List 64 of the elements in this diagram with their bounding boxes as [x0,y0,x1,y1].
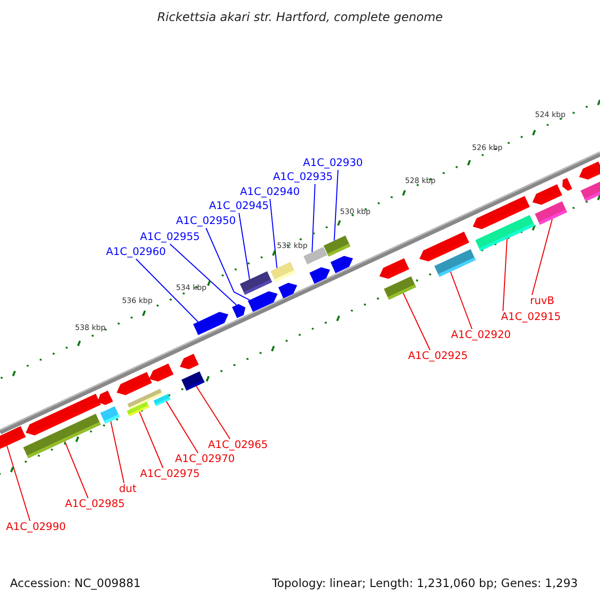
leader-line [110,420,124,484]
leader-line [206,228,250,301]
gene-label: A1C_02925 [408,350,468,363]
leader-line [196,386,230,440]
gene-feature [562,178,572,191]
title: Rickettsia akari str. Hartford, complete genome [156,10,444,24]
gene-label: A1C_02945 [209,200,269,213]
gene-block [100,406,120,424]
gene-label: A1C_02940 [240,186,300,199]
gene-feature [330,256,353,274]
gene-feature [193,312,228,335]
gene-feature [98,390,113,406]
gene-label: A1C_02920 [451,329,511,342]
gene-label: A1C_02935 [273,171,333,184]
gene-feature [0,426,26,451]
gene-label: dut [119,483,136,496]
footer-text: Topology: linear; Length: 1,231,060 bp; Genes: 1,293 [272,576,578,590]
gene-feature [532,184,562,205]
leader-line [238,212,250,280]
leader-line [6,445,30,522]
leader-line [136,258,199,322]
gene-feature [232,304,246,318]
leader-line [312,184,316,253]
gene-feature [579,162,600,180]
leader-line [64,440,88,498]
gene-block [534,201,568,225]
gene-block [580,180,600,202]
gene-block [434,249,476,277]
gene-block [181,371,205,391]
gene-block [475,214,535,252]
footer-text: Accession: NC_009881 [10,576,141,590]
gene-label: A1C_02955 [140,231,200,244]
gene-feature [278,282,298,298]
leader-line [532,218,553,296]
gene-feature [180,354,199,370]
leader-line [270,198,278,269]
leader-line [450,271,472,330]
gene-feature [248,291,278,312]
gene-feature [149,364,174,382]
gene-label: A1C_02960 [106,246,166,259]
gene-label: ruvB [530,295,554,308]
gene-block [23,414,101,458]
gene-block [240,271,272,295]
gene-block [384,276,416,300]
gene-block [153,394,171,406]
gene-feature [309,267,330,284]
gene-label: A1C_02975 [140,468,200,481]
leader-line [166,400,198,454]
leader-line [334,170,338,242]
gene-label: A1C_02990 [6,521,66,534]
leader-line [170,244,237,306]
gene-label: A1C_02970 [175,453,235,466]
gene-label: A1C_02930 [303,157,363,170]
gene-feature [379,258,410,279]
gene-block [270,262,296,282]
leader-line [138,411,164,468]
gene-label: A1C_02985 [65,498,125,511]
leader-line [502,238,508,312]
gene-label: A1C_02965 [208,439,268,452]
gene-block [324,236,350,256]
gene-label: A1C_02915 [501,311,561,324]
gene-label: A1C_02950 [176,215,236,228]
leader-line [402,292,430,350]
gene-feature [116,372,152,396]
